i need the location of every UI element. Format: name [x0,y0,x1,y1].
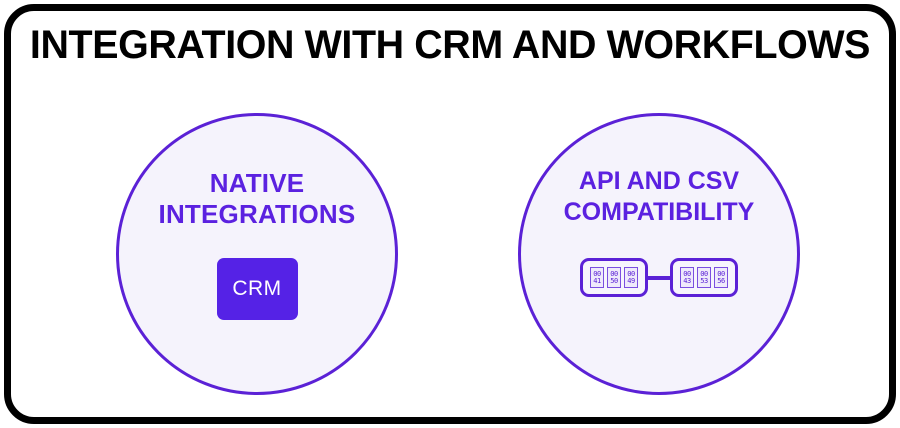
glyph-codepoint-high: 00 [610,269,618,278]
missing-glyph-box: 00 49 [624,267,638,288]
crm-badge: CRM [216,258,298,320]
missing-glyph-box: 00 50 [607,267,621,288]
card-title-native-integrations: NATIVE INTEGRATIONS [127,168,387,230]
glyph-codepoint-low: 41 [593,276,601,285]
card-title-line-1: NATIVE [209,168,305,198]
api-node-box: 00 41 00 50 00 49 [580,258,648,297]
missing-glyph-box: 00 56 [714,267,728,288]
missing-glyph-box: 00 41 [590,267,604,288]
csv-node-box: 00 43 00 53 00 56 [670,258,738,297]
glyph-codepoint-high: 00 [627,269,635,278]
missing-glyph-box: 00 53 [697,267,711,288]
glyph-codepoint-high: 00 [683,269,691,278]
glyph-codepoint-low: 56 [717,276,725,285]
glyph-codepoint-low: 50 [610,276,618,285]
card-title-line-2: INTEGRATIONS [158,199,356,229]
glyph-codepoint-high: 00 [717,269,725,278]
card-native-integrations: NATIVE INTEGRATIONS CRM [116,113,398,395]
glyph-codepoint-low: 53 [700,276,708,285]
glyph-codepoint-high: 00 [700,269,708,278]
card-title-line-2: COMPATIBILITY [563,198,755,226]
glyph-codepoint-low: 49 [627,276,635,285]
node-connector-line [648,275,670,280]
api-csv-node-diagram-icon: 00 41 00 50 00 49 00 43 0 [580,258,738,297]
glyph-codepoint-high: 00 [593,269,601,278]
card-title-api-csv-compatibility: API AND CSV COMPATIBILITY [529,166,789,228]
card-title-line-1: API AND CSV [578,167,740,195]
card-api-csv-compatibility: API AND CSV COMPATIBILITY 00 41 00 50 00… [518,113,800,395]
page-title: INTEGRATION WITH CRM AND WORKFLOWS [29,23,871,67]
missing-glyph-box: 00 43 [680,267,694,288]
glyph-codepoint-low: 43 [683,276,691,285]
